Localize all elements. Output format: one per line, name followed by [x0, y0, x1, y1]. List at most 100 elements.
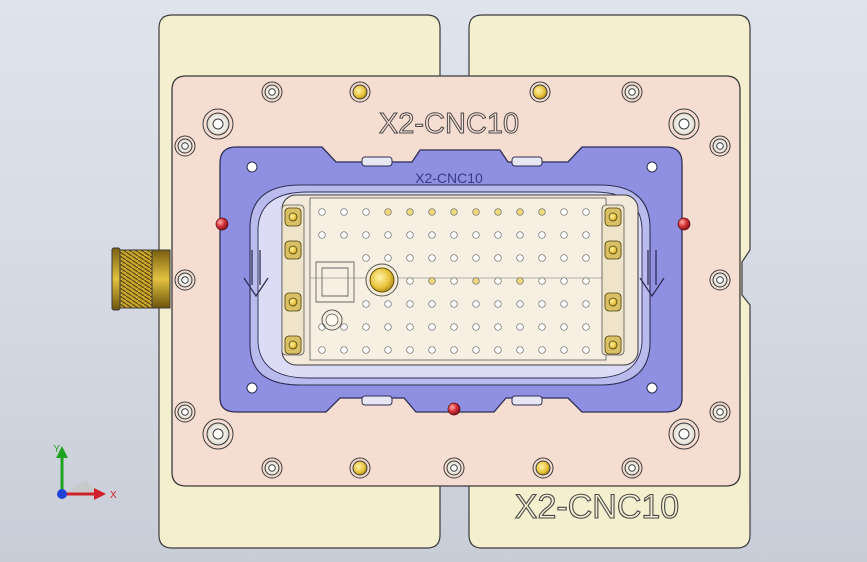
pogo-pin — [362, 254, 370, 262]
pogo-pin — [472, 254, 480, 262]
pogo-pin — [428, 254, 436, 262]
pogo-pin — [560, 323, 568, 331]
pogo-pin — [340, 231, 348, 239]
cap-screw — [202, 108, 234, 140]
clamp-pin — [288, 340, 298, 350]
dowel-pins — [215, 217, 691, 416]
pogo-pin — [560, 208, 568, 216]
clamp-pin — [288, 212, 298, 222]
cap-screw — [709, 401, 731, 423]
pogo-pin — [516, 231, 524, 239]
axis-triad: Y X — [53, 444, 117, 501]
cap-screw — [202, 418, 234, 450]
pogo-pin — [428, 231, 436, 239]
pogo-pin — [428, 323, 436, 331]
pogo-pin — [406, 323, 414, 331]
pogo-pin — [406, 346, 414, 354]
pogo-pin — [494, 323, 502, 331]
pogo-pin — [516, 277, 524, 285]
cable-gland[interactable] — [111, 247, 171, 311]
insert-engraving: X2-CNC10 — [415, 170, 483, 186]
cap-screw — [261, 81, 283, 103]
pogo-pin — [340, 208, 348, 216]
cap-screw — [668, 108, 700, 140]
pogo-pin — [450, 300, 458, 308]
pogo-pin — [516, 346, 524, 354]
pcb-test-area[interactable] — [281, 194, 639, 366]
cap-screw — [174, 269, 196, 291]
pogo-pin — [384, 323, 392, 331]
pogo-pin — [450, 208, 458, 216]
pogo-pin — [538, 208, 546, 216]
pogo-pin — [472, 277, 480, 285]
pogo-pin — [516, 323, 524, 331]
pogo-pin — [538, 300, 546, 308]
pogo-pin — [384, 254, 392, 262]
center-probe — [365, 263, 399, 297]
pogo-pin — [560, 254, 568, 262]
cap-screw — [621, 81, 643, 103]
pogo-pin — [450, 346, 458, 354]
pogo-pin — [494, 346, 502, 354]
pogo-pin — [582, 231, 590, 239]
pogo-pin — [560, 300, 568, 308]
y-axis-arrow-icon — [56, 446, 68, 494]
brass-insert — [349, 81, 371, 103]
pogo-pin — [384, 231, 392, 239]
top-plate-engraving: X2-CNC10 — [379, 108, 519, 140]
pogo-pin — [472, 231, 480, 239]
pogo-pin — [318, 208, 326, 216]
pogo-pin — [538, 323, 546, 331]
cap-screw — [174, 401, 196, 423]
pogo-pin — [472, 208, 480, 216]
pogo-pin — [406, 208, 414, 216]
insert-screws — [246, 161, 658, 394]
clamp-pin — [288, 245, 298, 255]
brass-insert — [532, 457, 554, 479]
pogo-pin — [516, 300, 524, 308]
pogo-pin — [538, 277, 546, 285]
pogo-pin — [516, 208, 524, 216]
pogo-pin — [494, 208, 502, 216]
pogo-pin — [384, 208, 392, 216]
cap-screw — [443, 457, 465, 479]
pogo-pin — [450, 254, 458, 262]
pogo-pin — [494, 231, 502, 239]
pogo-pin — [494, 277, 502, 285]
pogo-pin — [494, 300, 502, 308]
x-axis-arrow-icon — [62, 488, 106, 500]
pogo-pin — [362, 231, 370, 239]
pogo-pin — [406, 231, 414, 239]
clamp-pin — [288, 297, 298, 307]
brass-insert — [349, 457, 371, 479]
pogo-pin — [560, 346, 568, 354]
pogo-pin — [582, 323, 590, 331]
y-axis-label: Y — [53, 444, 60, 455]
plate-screws — [174, 81, 731, 479]
pogo-pin — [538, 254, 546, 262]
pogo-pin — [582, 300, 590, 308]
pogo-pin — [362, 208, 370, 216]
clamp-pin — [608, 212, 618, 222]
cap-screw — [621, 457, 643, 479]
pogo-pin — [538, 346, 546, 354]
pogo-pin — [472, 323, 480, 331]
pogo-pin — [406, 300, 414, 308]
pogo-pin — [318, 346, 326, 354]
pogo-pin — [318, 231, 326, 239]
pogo-pin — [340, 346, 348, 354]
pogo-pin — [582, 254, 590, 262]
pogo-pin — [516, 254, 524, 262]
x-axis-label: X — [110, 490, 117, 501]
pogo-pin — [406, 277, 414, 285]
pogo-pin — [450, 231, 458, 239]
pogo-pin — [472, 346, 480, 354]
pogo-pin — [582, 346, 590, 354]
pogo-pin — [340, 323, 348, 331]
pogo-pin — [384, 346, 392, 354]
z-axis-dot-icon — [57, 489, 67, 499]
pogo-pin — [428, 346, 436, 354]
arrow-down-right-icon — [639, 250, 665, 298]
